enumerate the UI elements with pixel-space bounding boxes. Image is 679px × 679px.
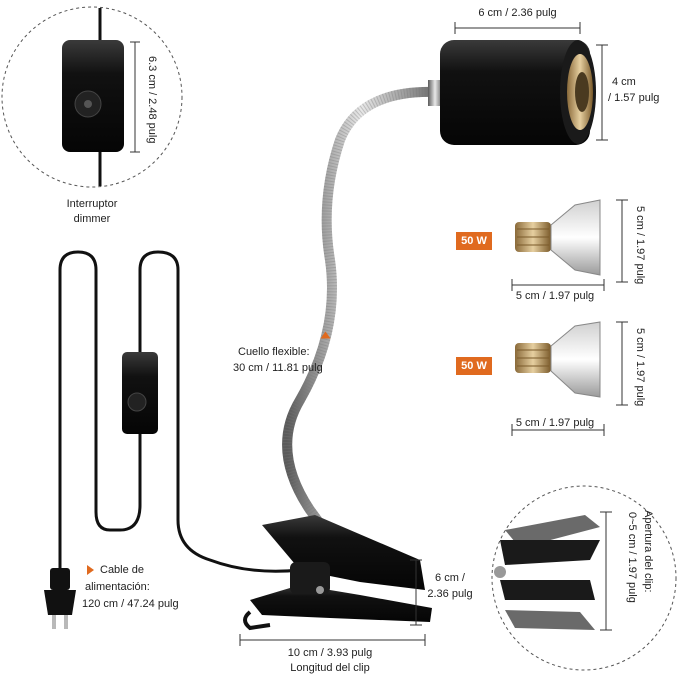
- clip-opening-value: 0~5 cm / 1.97 pulg: [626, 512, 638, 603]
- dimmer-title-line-1: Interruptor: [66, 198, 118, 210]
- bulb-2-width-label: 5 cm / 1.97 pulg: [515, 417, 595, 429]
- dimmer-title-line-2: dimmer: [73, 213, 111, 225]
- bulb-1-width-label: 5 cm / 1.97 pulg: [515, 290, 595, 302]
- bulb-2-icon: [515, 321, 601, 398]
- lamp-socket-icon: [428, 40, 596, 145]
- cable-title-line-2: alimentación:: [85, 581, 150, 593]
- power-cable: [58, 250, 331, 573]
- bulb-1-icon: [515, 199, 601, 276]
- power-plug-icon: [44, 568, 76, 629]
- cable-pointer-icon: [87, 565, 94, 575]
- bulb-2-height-label: 5 cm / 1.97 pulg: [634, 328, 646, 407]
- dimmer-zoom-circle: [1, 6, 183, 188]
- clip-opening-zoom-circle: [491, 485, 677, 671]
- cable-title-line-1: Cable de: [100, 564, 145, 576]
- clip-depth-line-2: 2.36 pulg: [427, 588, 473, 600]
- socket-width-label: 6 cm / 2.36 pulg: [478, 7, 557, 19]
- gooseneck-icon: [282, 86, 436, 543]
- neck-length-label: 30 cm / 11.81 pulg: [233, 362, 323, 374]
- socket-height-cm-label: 4 cm: [612, 76, 636, 88]
- neck-title-label: Cuello flexible:: [238, 346, 310, 358]
- clip-opening-title: Apertura del clip:: [642, 510, 654, 593]
- clip-length-label: 10 cm / 3.93 pulg: [287, 647, 373, 659]
- clamp-clip-icon: [243, 515, 432, 631]
- cable-length-label: 120 cm / 47.24 pulg: [82, 598, 179, 610]
- bulb-1-wattage-badge: 50 W: [456, 232, 492, 250]
- clip-depth-line-1: 6 cm /: [435, 572, 465, 584]
- bulb-2-wattage-badge: 50 W: [456, 357, 492, 375]
- clip-length-title: Longitud del clip: [290, 662, 370, 674]
- socket-height-in-label: / 1.57 pulg: [608, 92, 660, 104]
- neck-pointer-icon: [320, 331, 331, 339]
- dimmer-size-label: 6.3 cm / 2.48 pulg: [146, 56, 158, 144]
- bulb-1-height-label: 5 cm / 1.97 pulg: [634, 206, 646, 285]
